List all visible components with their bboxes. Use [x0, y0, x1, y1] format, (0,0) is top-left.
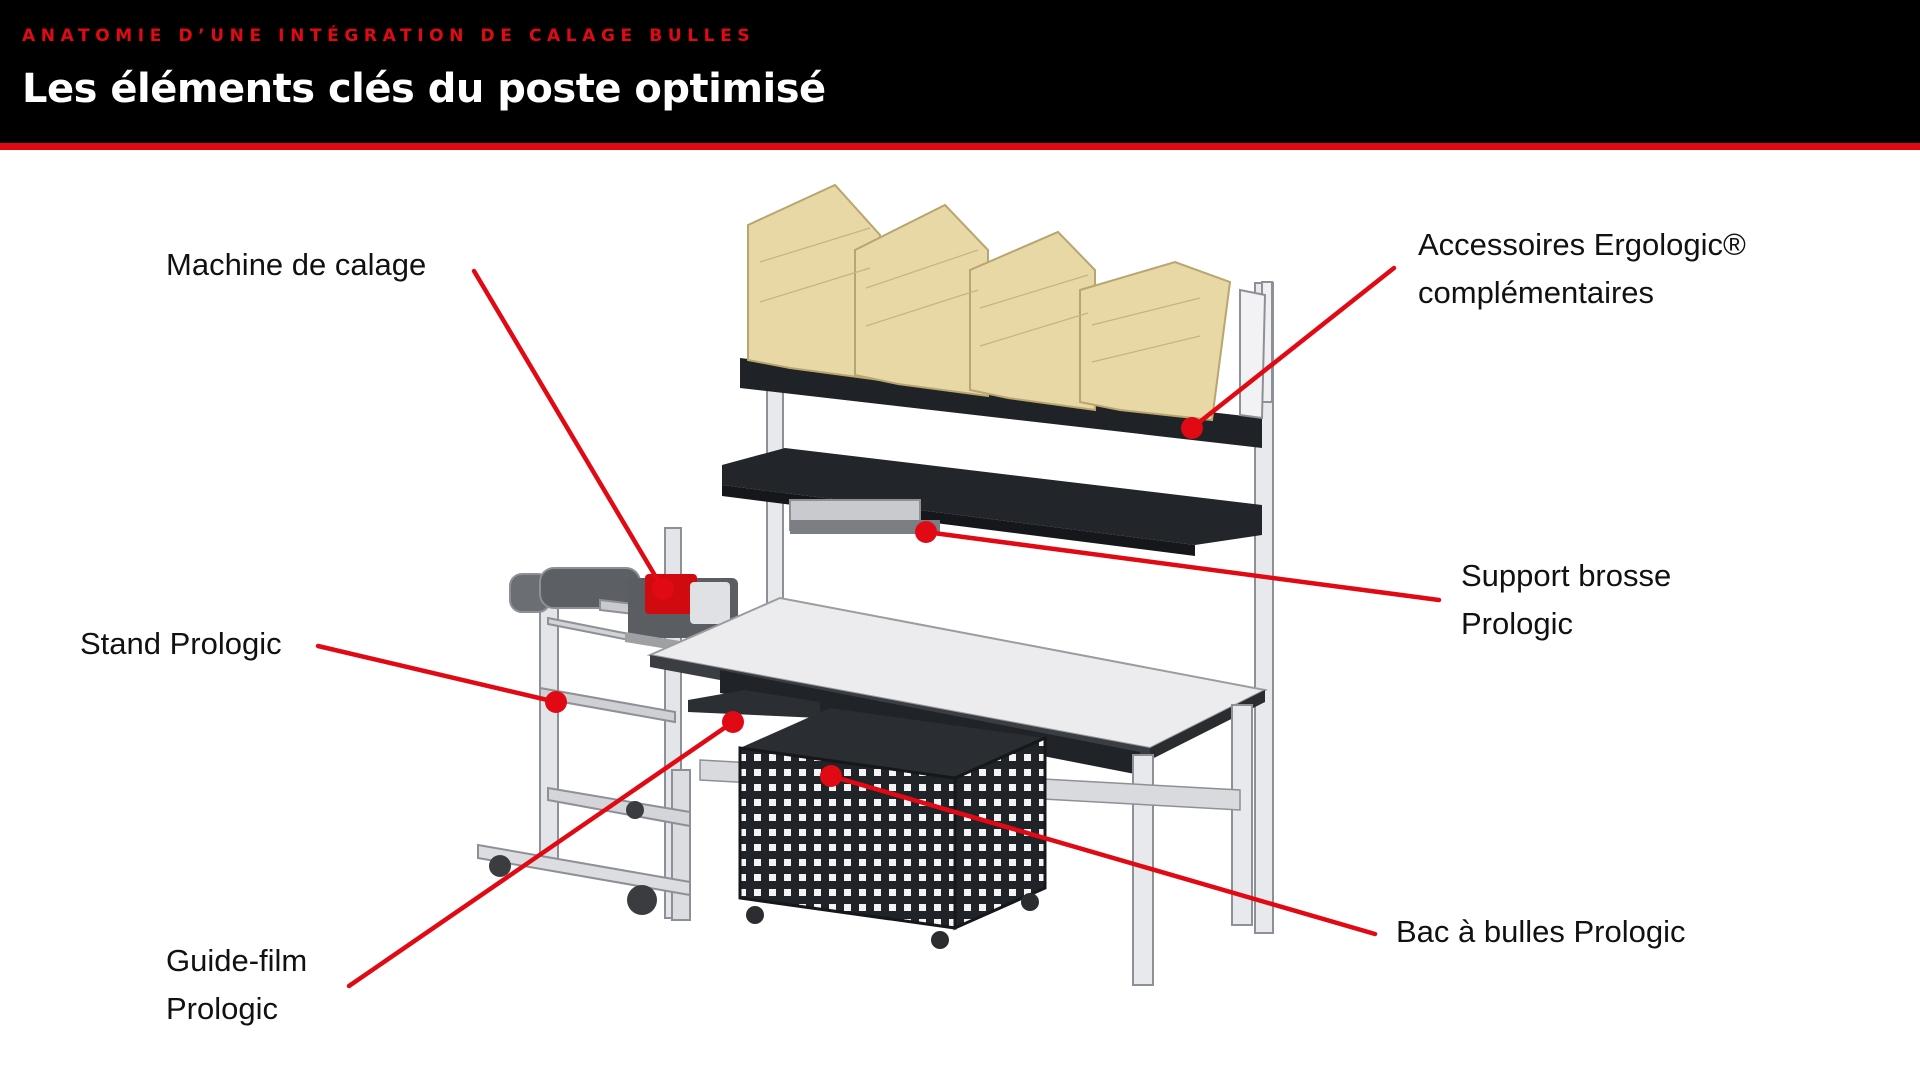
dot-accessoires: [1181, 417, 1203, 439]
callout-stand-prologic: Stand Prologic: [80, 620, 282, 668]
callout-line: Guide-film: [166, 937, 307, 985]
callout-line: Support brosse: [1461, 552, 1671, 600]
leader-stand-prologic: [318, 646, 556, 702]
dot-support-brosse: [915, 521, 937, 543]
callout-machine-de-calage: Machine de calage: [166, 241, 426, 289]
dot-bac-a-bulles: [820, 765, 842, 787]
callout-accessoires: Accessoires Ergologic® complémentaires: [1418, 221, 1746, 317]
callout-bac-a-bulles: Bac à bulles Prologic: [1396, 908, 1686, 956]
callout-line: Stand Prologic: [80, 620, 282, 668]
callout-line: complémentaires: [1418, 269, 1746, 317]
callout-line: Accessoires Ergologic®: [1418, 221, 1746, 269]
callout-guide-film: Guide-film Prologic: [166, 937, 307, 1033]
workstation-illustration: [478, 185, 1273, 985]
leader-machine-de-calage: [474, 271, 663, 589]
callout-support-brosse: Support brosse Prologic: [1461, 552, 1671, 648]
dot-machine-de-calage: [652, 578, 674, 600]
accessoires-shelf-illustration: [740, 185, 1265, 448]
callout-line: Prologic: [166, 985, 307, 1033]
bac-a-bulles-illustration: [740, 708, 1045, 949]
callout-line: Prologic: [1461, 600, 1671, 648]
callout-line: Machine de calage: [166, 241, 426, 289]
callout-line: Bac à bulles Prologic: [1396, 908, 1686, 956]
dot-guide-film: [722, 711, 744, 733]
dot-stand-prologic: [545, 691, 567, 713]
